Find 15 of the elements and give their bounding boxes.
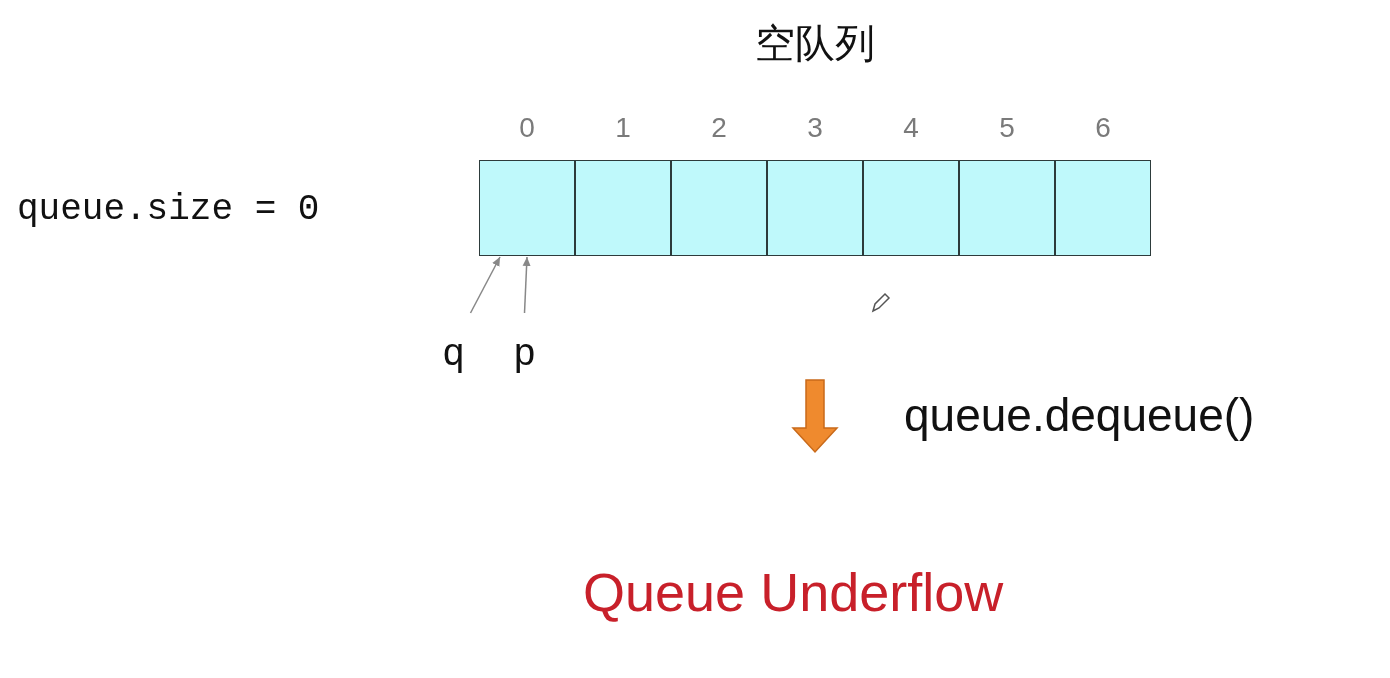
index-number: 5 — [998, 111, 1016, 145]
title: 空队列 — [754, 20, 876, 67]
index-number: 0 — [518, 111, 536, 145]
index-number: 1 — [614, 111, 632, 145]
index-number: 3 — [806, 111, 824, 145]
pointer-arrow — [522, 256, 531, 314]
index-number: 4 — [902, 111, 920, 145]
index-number: 2 — [710, 111, 728, 145]
code-text: queue.dequeue() — [904, 388, 1255, 443]
result-text: Queue Underflow — [583, 561, 1004, 624]
pointer-label: q — [443, 332, 465, 372]
pointer-arrow — [469, 256, 501, 314]
code-text: queue.size = 0 — [17, 188, 320, 232]
index-number: 6 — [1094, 111, 1112, 145]
pointer-label: p — [514, 332, 536, 372]
